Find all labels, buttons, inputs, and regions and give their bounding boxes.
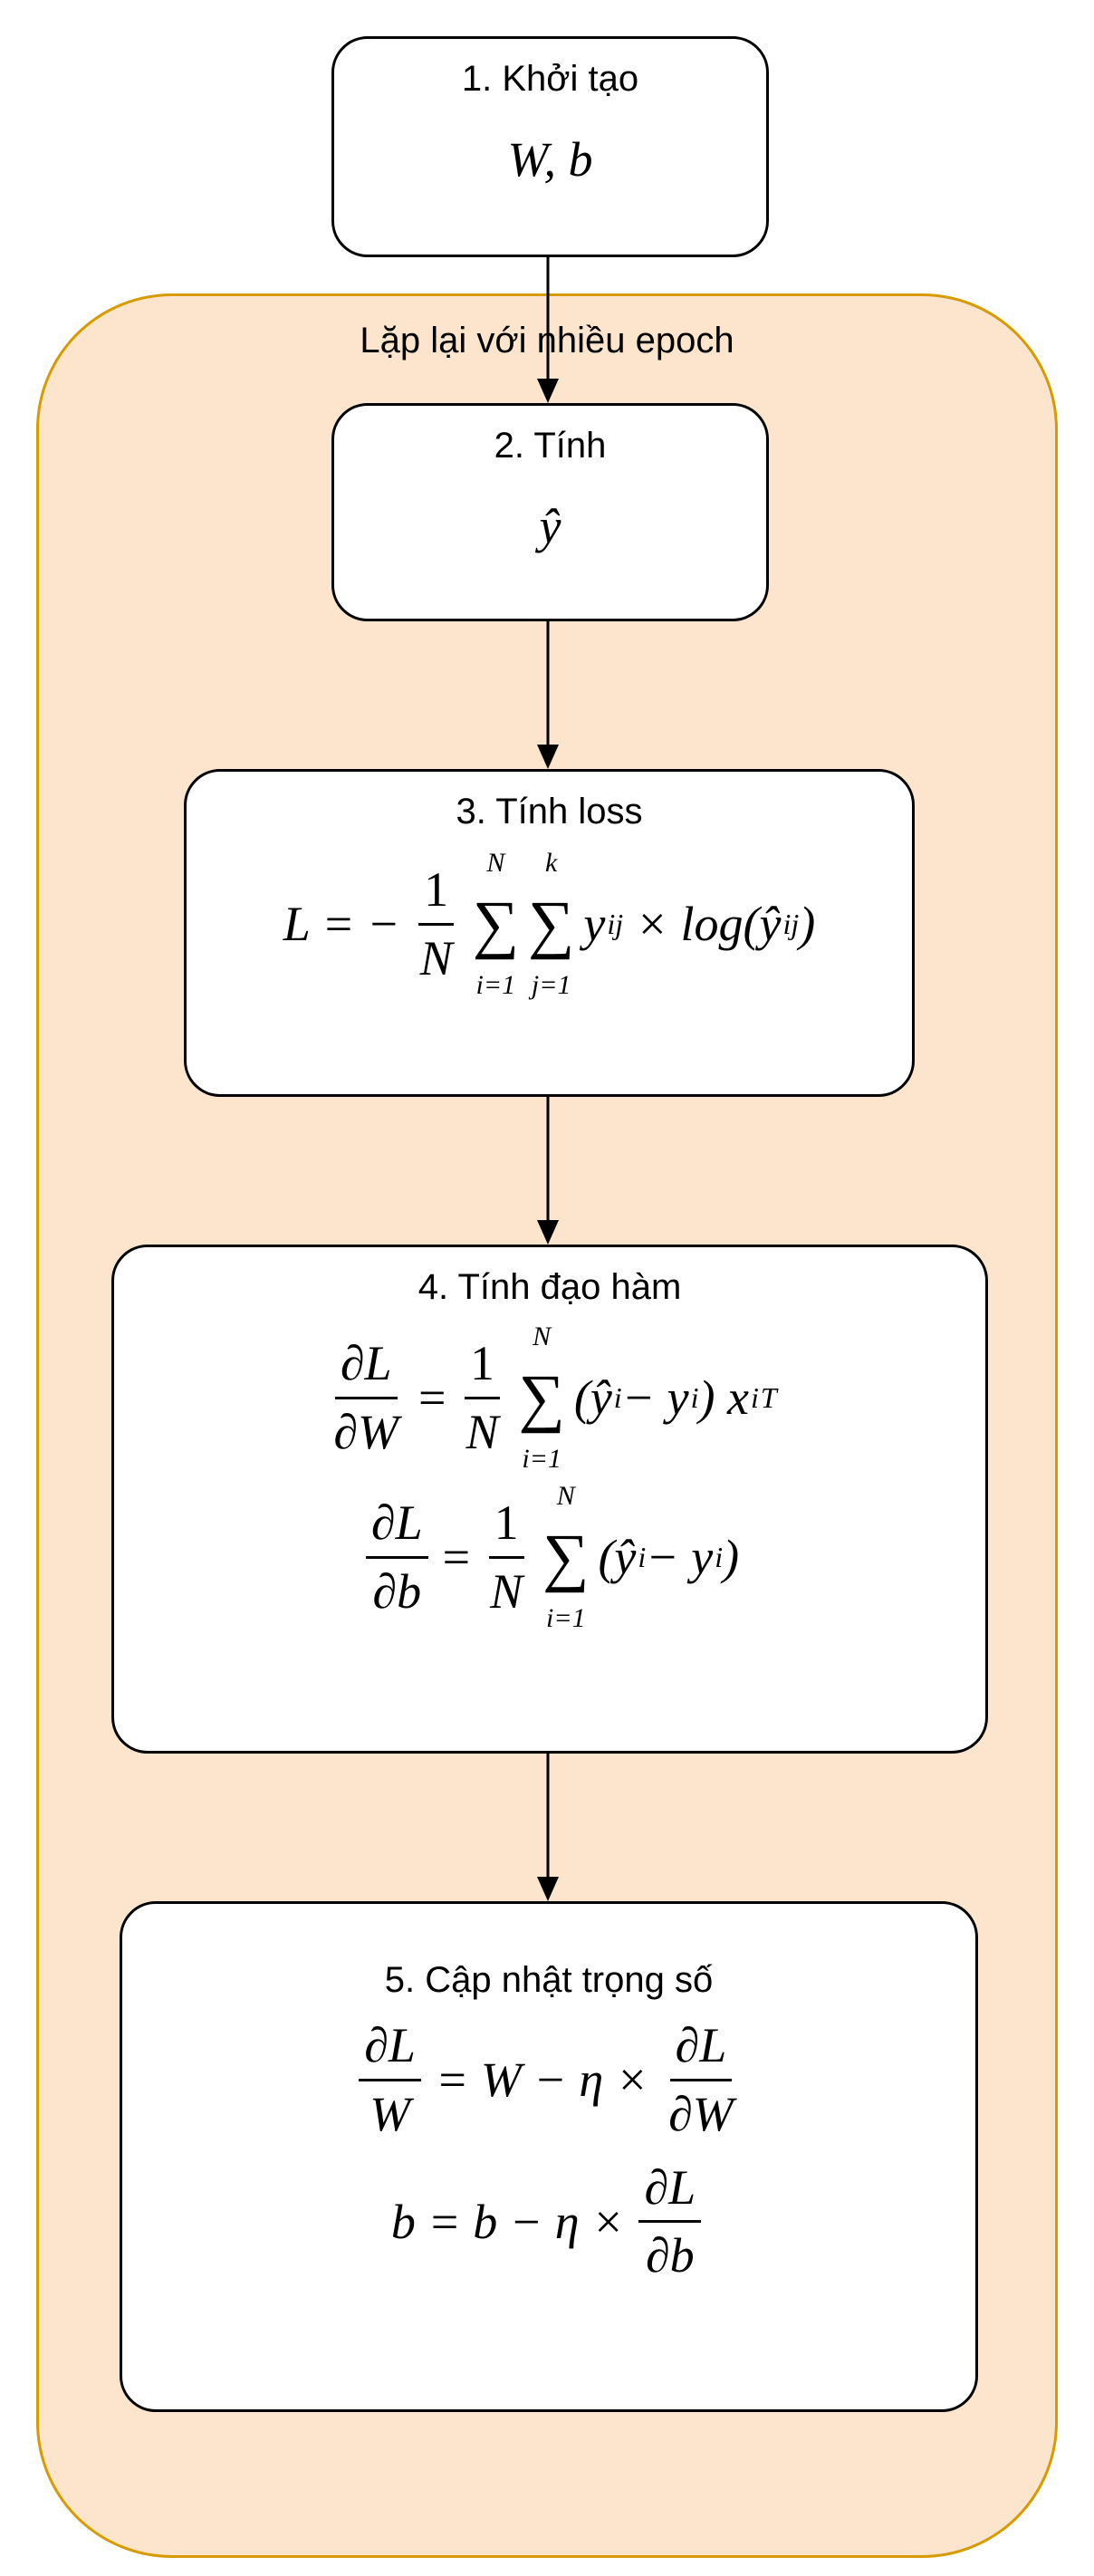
sum-j: k ∑ j=1 [528,846,574,1002]
equals: = [442,1530,471,1585]
numerator: 1 [488,1494,524,1559]
denominator: N [490,1563,523,1619]
numerator: 1 [465,1334,500,1399]
step2-formula: ŷ [539,499,561,553]
denominator: N [465,1404,499,1459]
numerator: ∂L [669,2016,733,2081]
sum-top: N [533,1322,552,1351]
subscript: ij [607,908,624,941]
close-paren: ) [799,897,816,951]
fraction: ∂L∂W [663,2016,739,2144]
denominator: ∂b [372,1563,422,1619]
numerator: ∂L [359,2016,421,2081]
subscript: i [690,1381,699,1415]
sum-bottom: i=1 [475,969,516,1000]
denominator: ∂W [668,2086,734,2141]
update-b-lhs: b = b − η × [390,2194,625,2249]
update-b-formula: b = b − η × ∂L∂b [391,2158,706,2286]
subscript: i [613,1381,622,1415]
sigma: ∑ [528,887,575,960]
update-w-rhs: = W − η × [435,2052,649,2108]
sum-i: N ∑ i=1 [473,846,519,1002]
subscript: i [638,1541,647,1574]
step2-compute-box[interactable]: 2. Tính ŷ [331,403,769,621]
denominator: ∂W [333,1404,399,1459]
sum-top: k [545,848,558,878]
sum-bottom: i=1 [522,1443,561,1474]
loop-label: Lặp lại với nhiều epoch [360,321,734,360]
denominator: N [419,930,453,985]
term-log: × log(ŷ [635,897,782,951]
step3-title: 3. Tính loss [456,792,643,831]
subscript: ij [782,908,800,941]
sum: N ∑ i=1 [519,1320,565,1475]
subscript: i [715,1541,724,1574]
step5-title: 5. Cập nhật trọng số [384,1960,714,2000]
denominator: ∂b [645,2228,695,2283]
equals: = [418,1370,446,1425]
subscript: i [750,1381,759,1415]
numerator: ∂L [334,1334,398,1399]
sigma: ∑ [518,1360,565,1434]
sum-bottom: i=1 [545,1602,586,1633]
numerator: 1 [418,860,455,926]
step1-formula: W, b [507,132,593,187]
sum-bottom: j=1 [531,969,571,1000]
sum: N ∑ i=1 [542,1479,589,1635]
fraction: ∂L∂W [328,1334,404,1462]
denominator: W [369,2086,411,2141]
numerator: ∂L [365,1494,428,1559]
fraction: ∂L∂b [365,1494,428,1621]
sigma: ∑ [472,887,520,960]
sigma: ∑ [542,1520,590,1593]
fraction: ∂L∂b [638,2158,702,2286]
term-y: y [583,897,606,951]
sum-top: N [556,1481,575,1512]
step1-title: 1. Khởi tạo [461,59,639,99]
numerator: ∂L [638,2158,702,2224]
step1-init-box[interactable]: 1. Khởi tạo W, b [331,36,769,257]
step4-title: 4. Tính đạo hàm [417,1267,682,1307]
sum-top: N [486,848,505,878]
step2-title: 2. Tính [494,426,607,466]
loss-lhs: L = − [283,897,400,951]
superscript: T [760,1381,777,1415]
